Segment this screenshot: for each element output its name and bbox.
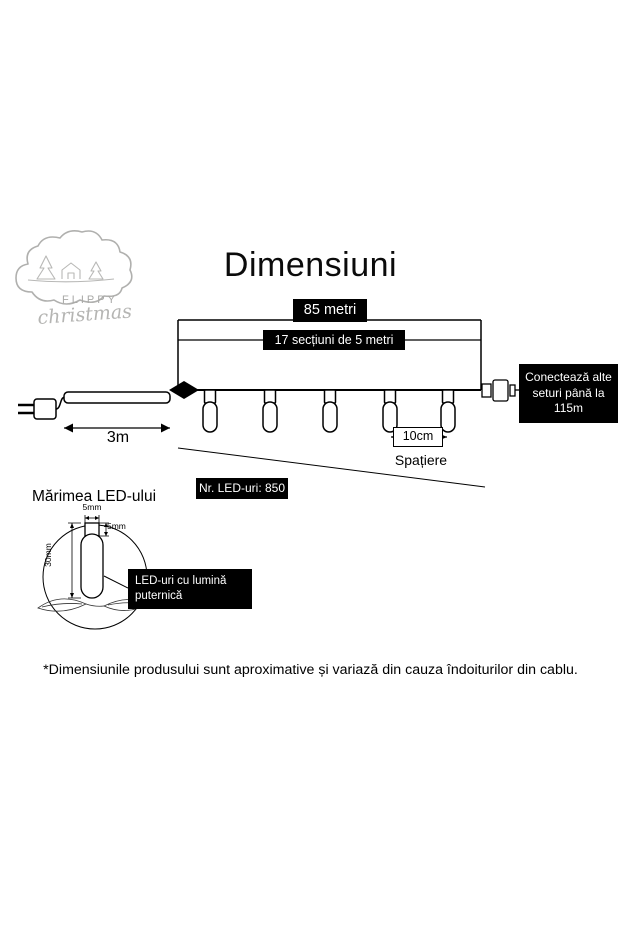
page-title: Dimensiuni	[223, 246, 398, 284]
logo-cloud-icon	[15, 230, 133, 305]
total-height-label: 30mm	[42, 543, 53, 567]
total-length-label: 85 metri	[293, 299, 367, 322]
bulb-icon	[322, 389, 338, 433]
connector-note-label: Conectează alte seturi până la 115m	[519, 364, 618, 423]
brand-logo: FLIPPY christmas	[15, 230, 133, 329]
logo-winter-scene	[27, 255, 115, 283]
spacing-value-box: 10cm	[393, 427, 443, 447]
cap-width-label: 5mm	[82, 502, 102, 512]
cap-height-dimension-arrow	[99, 522, 109, 537]
led-count-leader-line	[177, 447, 486, 488]
bulb-icon	[262, 389, 278, 433]
spacing-caption: Spațiere	[394, 452, 448, 468]
cap-width-dimension-arrow	[84, 515, 100, 523]
bulb-icon	[440, 389, 456, 433]
disclaimer-footnote: *Dimensiunile produsului sunt aproximati…	[43, 662, 578, 678]
led-detail-diagram	[37, 515, 149, 630]
plug-icon	[18, 396, 65, 420]
total-height-dimension-arrow	[68, 522, 81, 599]
lead-length-label: 3m	[106, 429, 130, 446]
led-bulb-detail-icon	[80, 522, 104, 599]
sections-label: 17 secțiuni de 5 metri	[263, 330, 405, 350]
led-count-label: Nr. LED-uri: 850	[196, 478, 288, 499]
led-brightness-note: LED-uri cu lumină puternică	[128, 569, 252, 609]
bulb-icon	[202, 389, 218, 433]
note-leader-line	[103, 575, 129, 589]
connector-icon	[481, 379, 519, 402]
bulb-icon	[382, 389, 398, 433]
logo-brand-name: FLIPPY	[62, 294, 118, 306]
lead-wire	[63, 391, 171, 404]
cap-height-label: 5mm	[107, 521, 126, 531]
led-size-heading: Mărimea LED-ului	[32, 488, 157, 505]
lead-length-dimension-arrow	[64, 423, 170, 433]
junction-arrows-icon	[169, 381, 199, 399]
